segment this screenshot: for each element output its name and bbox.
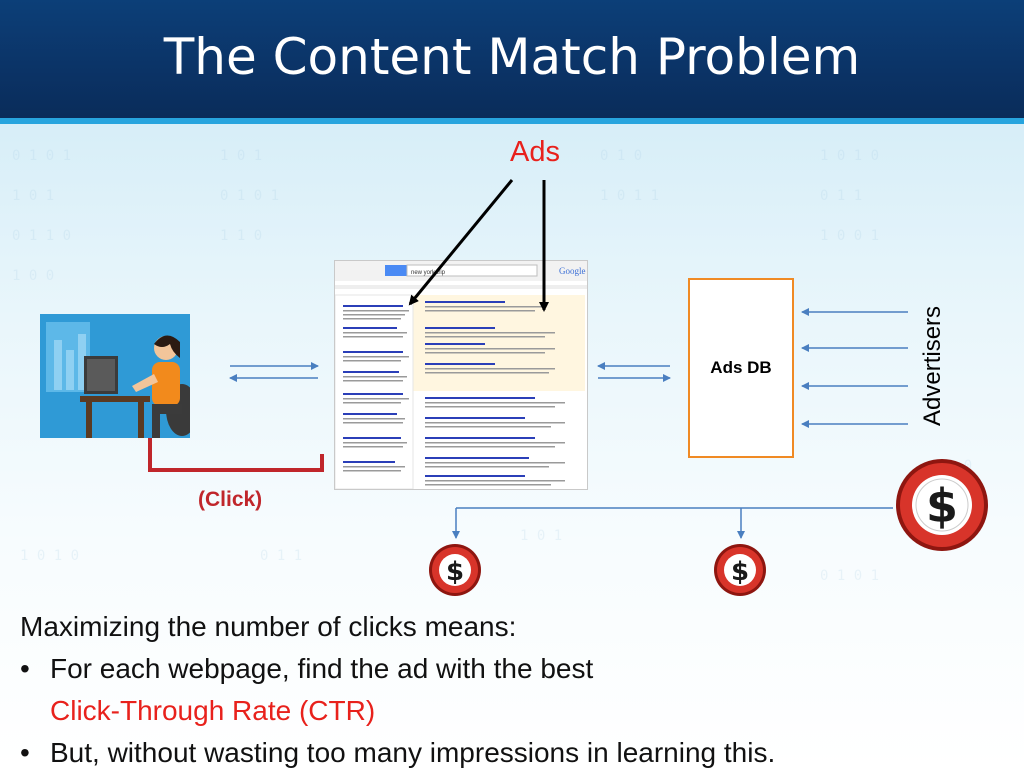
click-label: (Click) xyxy=(198,488,263,511)
webpage-thumbnail: new york trip Google xyxy=(335,261,587,489)
bottom-text: Maximizing the number of clicks means: •… xyxy=(20,606,1010,768)
svg-text:$: $ xyxy=(446,557,464,587)
ads-db-label: Ads DB xyxy=(710,358,772,377)
google-logo: Google xyxy=(559,266,586,276)
slide-title: The Content Match Problem xyxy=(163,28,861,86)
ads-db-box: Ads DB xyxy=(688,278,794,458)
ads-arrow-left xyxy=(408,179,514,306)
search-results-webpage[interactable]: new york trip Google xyxy=(334,260,588,490)
dollar-coin-icon-left: $ xyxy=(429,544,481,596)
user-at-computer-icon xyxy=(40,314,190,438)
bullet-1-continuation: Click-Through Rate (CTR) xyxy=(20,690,1010,732)
bullet-2-text: But, without wasting too many impression… xyxy=(50,737,776,768)
header-stripe xyxy=(0,118,1024,124)
bullet-dot: • xyxy=(20,737,30,768)
svg-text:$: $ xyxy=(731,557,749,587)
bullet-1-line-1: For each webpage, find the ad with the b… xyxy=(50,653,594,684)
bullet-1: • For each webpage, find the ad with the… xyxy=(20,648,1010,690)
header-bar xyxy=(0,0,1024,118)
dollar-coin-icon-large: $ xyxy=(896,459,988,551)
search-query: new york trip xyxy=(411,270,446,276)
bullet-dot: • xyxy=(20,653,30,684)
dollar-coin-icon-right: $ xyxy=(714,544,766,596)
click-path xyxy=(148,438,324,472)
bullet-1-line-2: Click-Through Rate (CTR) xyxy=(50,695,376,726)
search-icon xyxy=(385,265,407,276)
intro-line: Maximizing the number of clicks means: xyxy=(20,611,517,642)
bullet-2: • But, without wasting too many impressi… xyxy=(20,732,1010,768)
svg-text:$: $ xyxy=(926,479,958,533)
ads-label: Ads xyxy=(510,136,560,168)
